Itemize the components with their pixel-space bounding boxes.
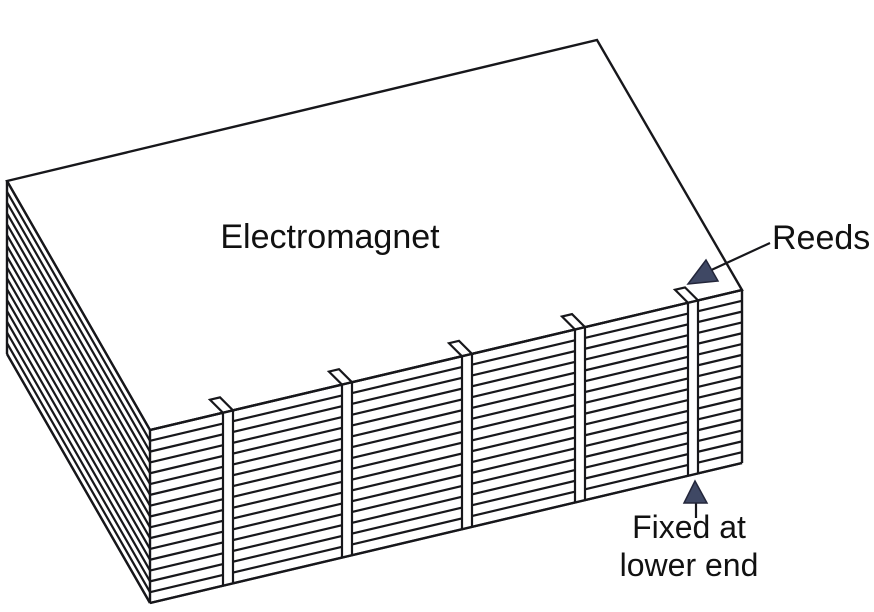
left-face-laminations bbox=[6, 180, 151, 604]
reeds-arrowhead-icon bbox=[686, 258, 720, 285]
reed-1 bbox=[207, 396, 236, 586]
outline-edges bbox=[5, 181, 744, 605]
fixed-at-label-line1: Fixed at bbox=[632, 509, 746, 545]
reed-4 bbox=[559, 312, 588, 503]
reeds-group bbox=[207, 286, 701, 586]
reed-2 bbox=[326, 368, 355, 558]
fixed-at-arrow bbox=[682, 479, 709, 518]
fixed-at-arrowhead-icon bbox=[682, 479, 709, 504]
reeds-label: Reeds bbox=[772, 219, 870, 257]
reed-5 bbox=[672, 286, 701, 476]
reeds-arrow bbox=[686, 242, 771, 285]
reed-3 bbox=[446, 339, 475, 530]
reeds-leader-line bbox=[706, 242, 771, 273]
electromagnet-label: Electromagnet bbox=[220, 218, 440, 256]
fixed-at-label-line2: lower end bbox=[620, 547, 759, 583]
